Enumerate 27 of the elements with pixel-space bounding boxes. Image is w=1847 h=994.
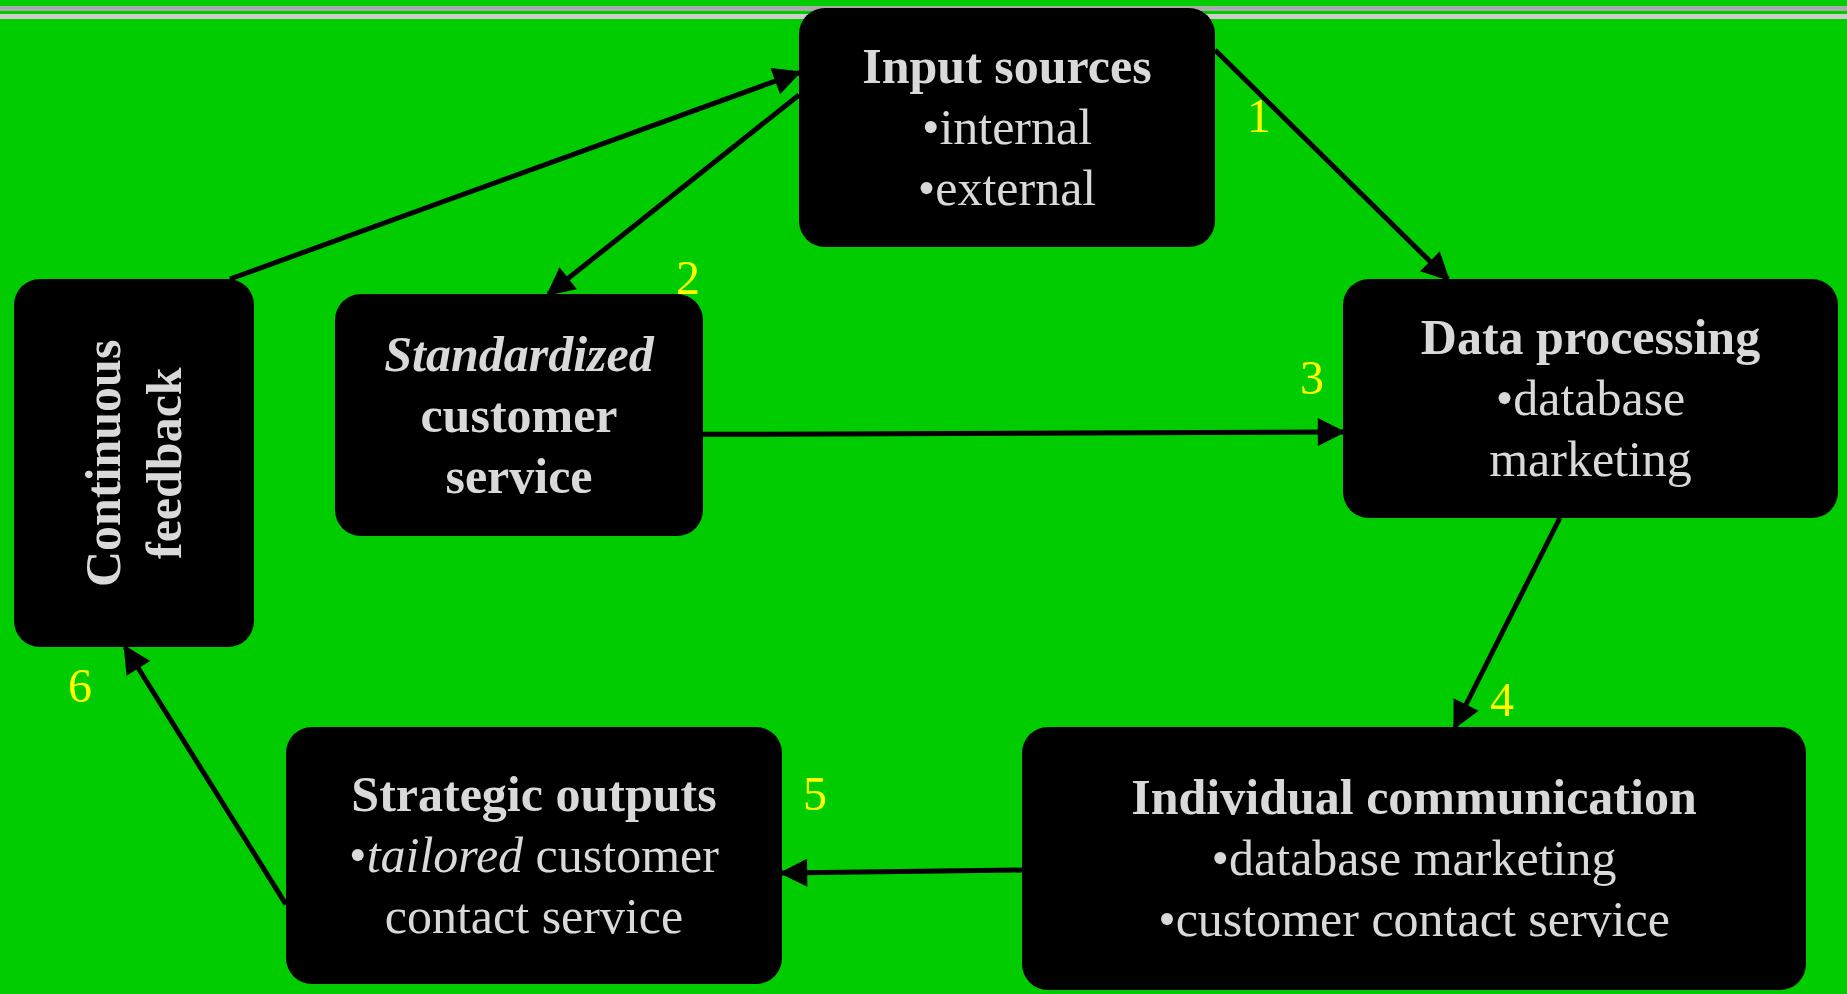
box-heading: Standardized customer service: [383, 324, 656, 506]
bullet-item: •database marketing: [1488, 369, 1693, 489]
process-box: [1022, 727, 1806, 990]
arrow: [1213, 48, 1450, 281]
box-heading: Data processing: [1420, 308, 1761, 367]
box-heading: Individual communication: [1131, 768, 1697, 827]
box-heading: Continuous feedback: [74, 338, 193, 589]
step-number: 6: [68, 662, 92, 710]
bullet-item: •database marketing: [1211, 829, 1617, 888]
step-number: 2: [676, 254, 700, 302]
box-heading: Strategic outputs: [351, 765, 717, 824]
arrow: [1452, 516, 1563, 730]
bullet-item: •internal: [921, 98, 1093, 157]
step-number: 5: [803, 770, 827, 818]
step-number: 1: [1247, 92, 1271, 140]
step-number: 4: [1490, 676, 1514, 724]
process-box: [286, 727, 782, 984]
box-heading: Input sources: [862, 37, 1152, 96]
bullet-item: •tailored customer contact service: [348, 826, 720, 946]
process-box: [799, 8, 1215, 247]
bullet-item: •external: [917, 159, 1097, 218]
process-box: [1343, 279, 1838, 518]
step-number: 3: [1300, 354, 1324, 402]
arrow: [546, 93, 801, 296]
process-box: [335, 294, 703, 536]
bullet-item: •customer contact service: [1158, 890, 1670, 949]
process-box: [14, 279, 254, 647]
